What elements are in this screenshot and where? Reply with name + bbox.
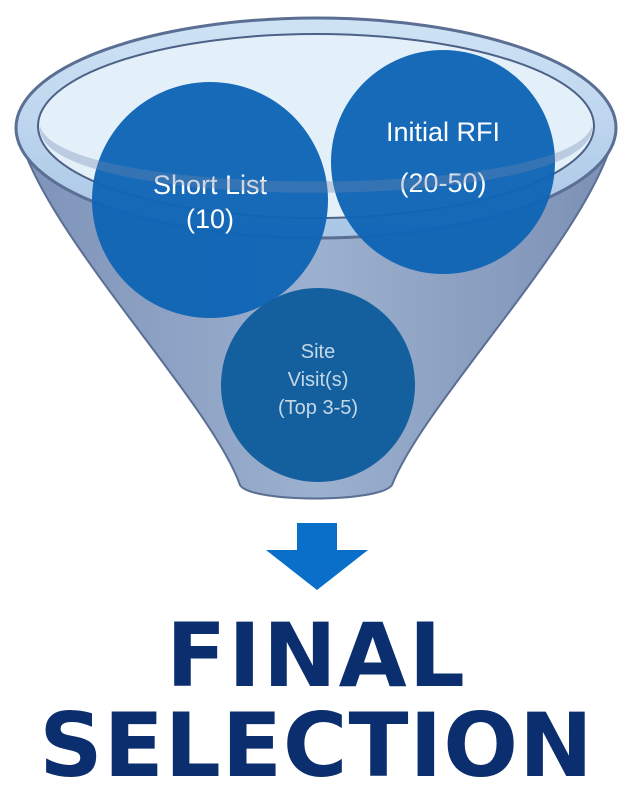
- stage-short-list: Short List (10): [92, 82, 328, 318]
- down-arrow-icon: [266, 523, 368, 590]
- site-visits-label-2: Visit(s): [288, 369, 349, 391]
- initial-rfi-circle: [331, 50, 555, 274]
- site-visits-circle: [221, 288, 415, 482]
- stage-initial-rfi: Initial RFI (20-50): [331, 50, 555, 274]
- funnel-diagram: Initial RFI (20-50) Short List (10) Site…: [14, 16, 618, 590]
- site-visits-label-1: Site: [301, 341, 335, 363]
- selection-label: SELECTION: [39, 694, 594, 797]
- short-list-label: Short List: [153, 170, 268, 200]
- initial-rfi-label: Initial RFI: [386, 117, 500, 147]
- short-list-circle: [92, 82, 328, 318]
- funnel-rim-front: [39, 126, 593, 193]
- stage-site-visits: Site Visit(s) (Top 3-5): [221, 288, 415, 482]
- final-label: FINAL: [166, 604, 467, 707]
- site-visits-label-3: (Top 3-5): [278, 397, 358, 419]
- initial-rfi-count: (20-50): [399, 168, 486, 198]
- short-list-count: (10): [186, 204, 234, 234]
